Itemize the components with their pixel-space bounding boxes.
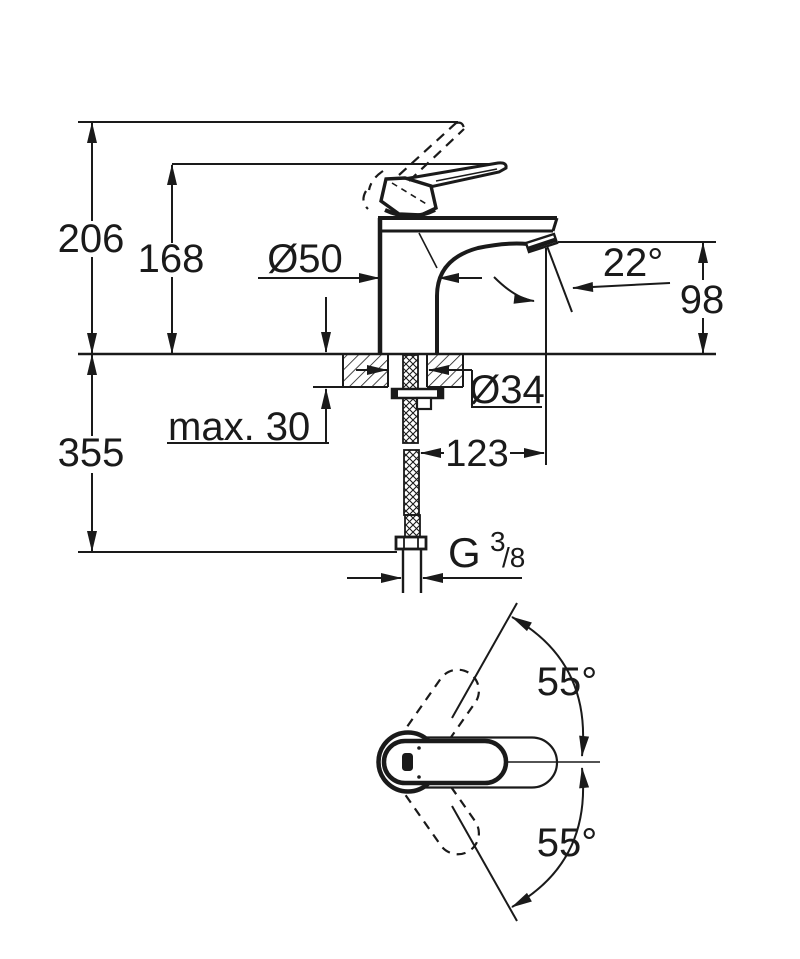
dim-max-deck-thickness: max. 30	[168, 405, 310, 449]
dim-spout-reach: 123	[445, 433, 508, 475]
braided-hose	[403, 449, 420, 516]
dim-outlet-height: 98	[680, 278, 725, 322]
dim-swivel-lower: 55°	[537, 821, 598, 865]
dim-hole-diameter: Ø34	[469, 368, 545, 412]
stream-direction-arrow	[493, 276, 535, 304]
faucet-side-view	[362, 121, 573, 465]
mounting-flange	[390, 387, 445, 400]
thread-letter: G	[448, 529, 481, 576]
hose-ferrule	[404, 514, 421, 538]
stream-angle-line	[546, 245, 573, 313]
flange-step	[415, 396, 433, 411]
dim-spout-angle: 22°	[603, 241, 664, 285]
swivel-line-lower	[451, 805, 518, 922]
dim-hose-length: 355	[58, 431, 125, 475]
dim-swivel-upper: 55°	[537, 660, 598, 704]
swivel-arc-lower	[511, 767, 590, 908]
lever-base	[379, 176, 438, 217]
hose-nut	[394, 535, 428, 551]
extension-lines	[78, 121, 716, 553]
dim-total-height: 206	[58, 217, 125, 261]
top-view	[376, 602, 600, 922]
thread-numerator: 3	[490, 526, 506, 557]
cartridge-mark	[402, 753, 413, 771]
lever-handle	[403, 161, 508, 189]
dim-lever-height: 168	[138, 237, 205, 281]
thread-denominator: /8	[502, 542, 525, 573]
dim-thread-size: G 3 /8	[448, 526, 525, 576]
dimension-lines	[87, 122, 708, 583]
swivel-arc-upper	[511, 616, 590, 757]
swivel-line-upper	[451, 602, 518, 719]
lever-raised-position	[362, 121, 466, 210]
dim-body-diameter: Ø50	[267, 237, 343, 281]
supply-hose	[390, 354, 445, 593]
spout-underside	[435, 241, 529, 354]
